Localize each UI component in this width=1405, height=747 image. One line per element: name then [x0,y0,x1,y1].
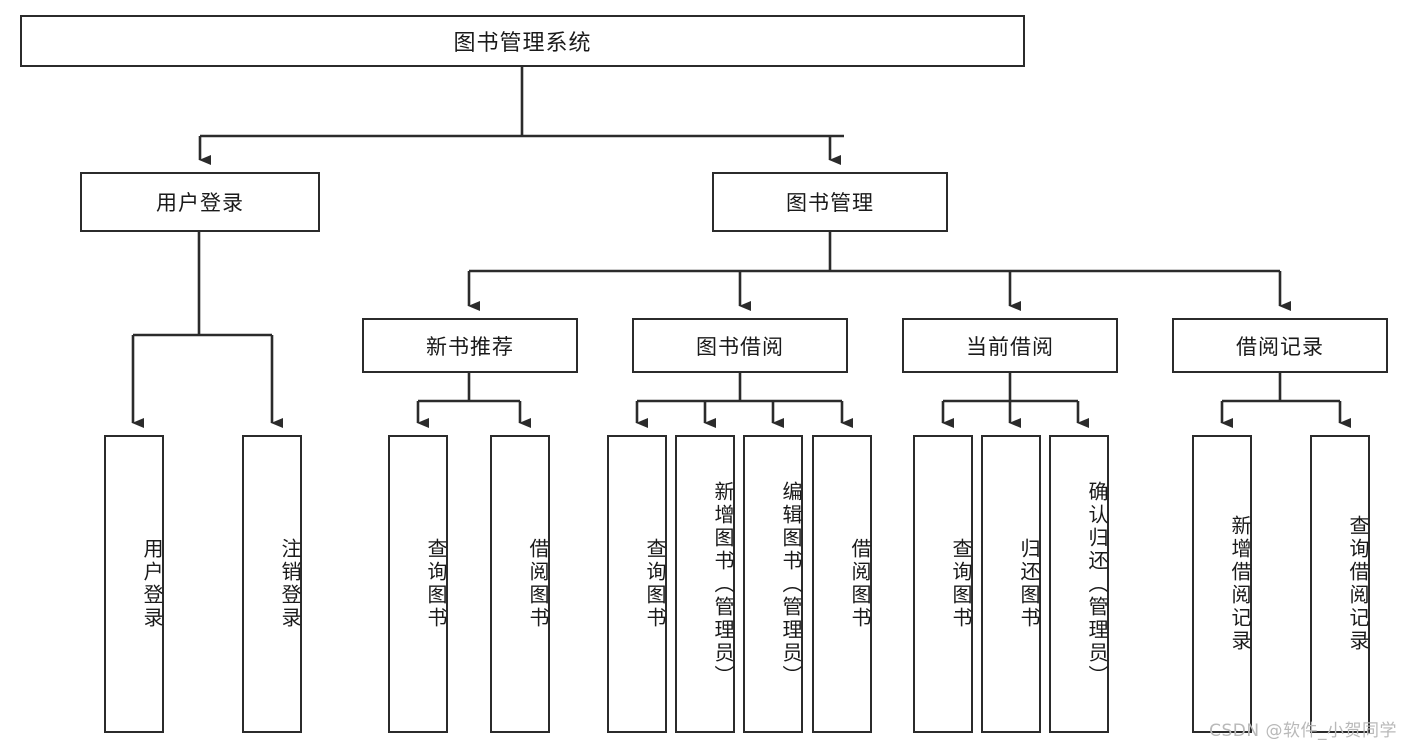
leaf-newbook-query-books[interactable]: 查询图书 [388,435,448,733]
leaf-borrow-borrow-books[interactable]: 借阅图书 [812,435,872,733]
leaf-newbook-borrow-books[interactable]: 借阅图书 [490,435,550,733]
node-book-borrow[interactable]: 图书借阅 [632,318,848,373]
leaf-record-add-record[interactable]: 新增借阅记录 [1192,435,1252,733]
node-book-management[interactable]: 图书管理 [712,172,948,232]
leaf-user-login[interactable]: 用户登录 [104,435,164,733]
leaf-record-query-record[interactable]: 查询借阅记录 [1310,435,1370,733]
leaf-current-confirm-return-admin[interactable]: 确认归还（管理员） [1049,435,1109,733]
node-user-login[interactable]: 用户登录 [80,172,320,232]
node-current-borrow[interactable]: 当前借阅 [902,318,1118,373]
watermark-credit: CSDN @软件_小贺同学 [1209,721,1397,741]
node-borrow-record[interactable]: 借阅记录 [1172,318,1388,373]
node-new-book-recommend[interactable]: 新书推荐 [362,318,578,373]
leaf-logout[interactable]: 注销登录 [242,435,302,733]
leaf-borrow-add-book-admin[interactable]: 新增图书（管理员） [675,435,735,733]
node-root-system[interactable]: 图书管理系统 [20,15,1025,67]
leaf-borrow-query-books[interactable]: 查询图书 [607,435,667,733]
leaf-borrow-edit-book-admin[interactable]: 编辑图书（管理员） [743,435,803,733]
leaf-current-query-books[interactable]: 查询图书 [913,435,973,733]
leaf-current-return-books[interactable]: 归还图书 [981,435,1041,733]
